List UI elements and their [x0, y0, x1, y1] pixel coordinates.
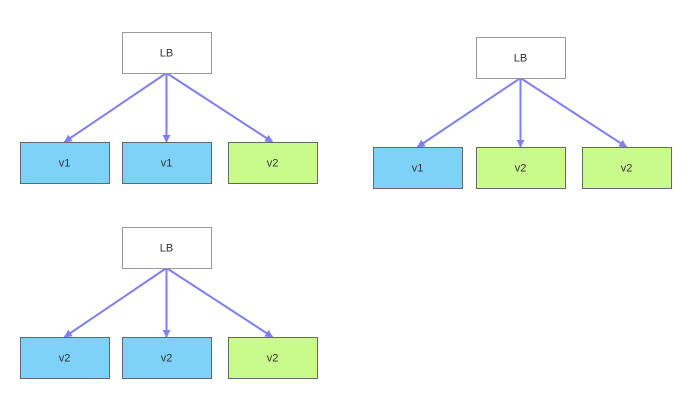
arrow-top-left-3: [165, 72, 274, 143]
version-label-bottom-left-2: v2: [161, 353, 173, 365]
version-label-top-right-2: v2: [515, 163, 527, 175]
version-node-bottom-left-3: [228, 337, 318, 379]
version-node-top-left-2: [122, 142, 212, 184]
lb-box-bottom-left: [122, 227, 212, 269]
version-label-bottom-left-3: v2: [267, 353, 279, 365]
version-node-bottom-left-1: [20, 337, 110, 379]
arrow-top-left-1: [63, 72, 168, 143]
version-label-top-right-3: v2: [621, 163, 633, 175]
version-node-top-right-1: [373, 147, 463, 189]
arrow-bottom-left-1: [63, 267, 168, 338]
version-node-bottom-left-2: [122, 337, 212, 379]
arrow-top-right-1: [416, 77, 522, 148]
version-label-top-right-1: v1: [412, 163, 424, 175]
version-label-top-left-1: v1: [59, 158, 71, 170]
diagram-top-right: LB v1 v2 v2: [373, 37, 672, 189]
version-label-top-left-3: v2: [267, 158, 279, 170]
version-node-top-left-3: [228, 142, 318, 184]
version-node-top-right-3: [582, 147, 672, 189]
lb-box-top-left: [122, 32, 212, 74]
version-node-top-left-1: [20, 142, 110, 184]
diagram-top-left: LB v1 v1 v2: [20, 32, 318, 184]
version-node-top-right-2: [476, 147, 566, 189]
lb-label-top-right: LB: [514, 53, 527, 65]
version-label-top-left-2: v1: [161, 158, 173, 170]
version-label-bottom-left-1: v2: [59, 353, 71, 365]
arrow-bottom-left-3: [165, 267, 274, 338]
lb-label-top-left: LB: [160, 48, 173, 60]
arrow-top-right-3: [519, 77, 628, 148]
lb-box-top-right: [476, 37, 566, 79]
diagram-bottom-left: LB v2 v2 v2: [20, 227, 318, 379]
lb-label-bottom-left: LB: [160, 243, 173, 255]
